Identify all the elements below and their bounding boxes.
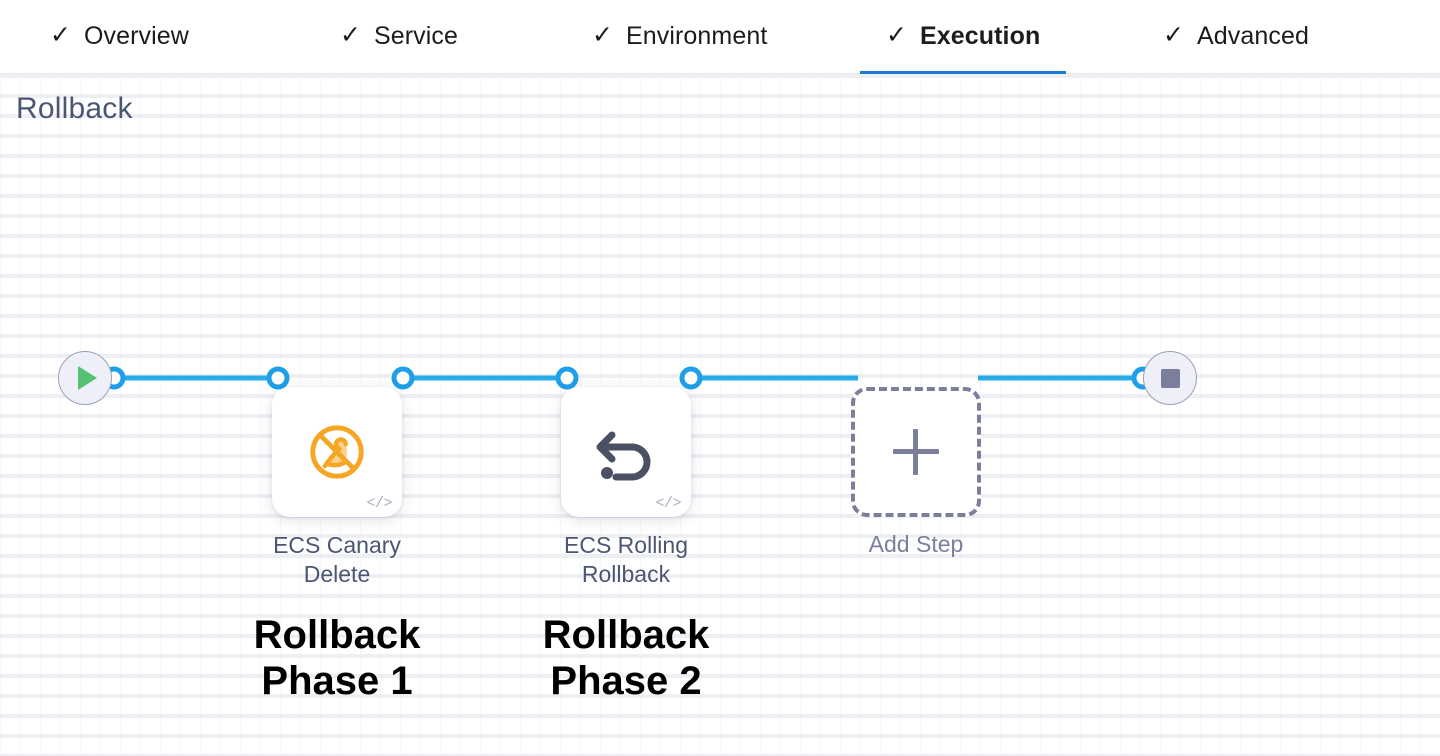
tab-service-label: Service bbox=[373, 22, 459, 50]
tab-service[interactable]: ✓ Service bbox=[340, 0, 458, 74]
annotation-rollback-phase-1: Rollback Phase 1 bbox=[253, 612, 421, 703]
tab-execution[interactable]: ✓ Execution bbox=[859, 0, 1067, 75]
tab-environment[interactable]: ✓ Environment bbox=[592, 0, 767, 74]
step-node-ecs-rolling-rollback[interactable]: </> ECS Rolling Rollback Rollback Phase … bbox=[543, 387, 741, 704]
add-step-node[interactable]: Add Step bbox=[851, 387, 981, 558]
step-card[interactable]: </> bbox=[561, 387, 691, 517]
tab-advanced-label: Advanced bbox=[1196, 22, 1309, 50]
plus-icon bbox=[893, 429, 939, 475]
play-icon bbox=[78, 366, 97, 390]
add-step-button[interactable] bbox=[851, 387, 981, 517]
tab-overview-label: Overview bbox=[83, 22, 189, 50]
step-card[interactable]: </> bbox=[272, 387, 402, 517]
tab-overview[interactable]: ✓ Overview bbox=[50, 0, 189, 74]
check-icon: ✓ bbox=[1163, 21, 1184, 49]
section-title-rollback: Rollback bbox=[16, 92, 133, 125]
annotation-rollback-phase-2: Rollback Phase 2 bbox=[542, 612, 710, 703]
stop-icon bbox=[1160, 368, 1180, 388]
pipeline-end-node[interactable] bbox=[1143, 351, 1197, 405]
pipeline-start-node[interactable] bbox=[58, 351, 112, 405]
step-node-ecs-canary-delete[interactable]: </> ECS Canary Delete Rollback Phase 1 bbox=[254, 387, 452, 704]
wizard-tab-bar: ✓ Overview ✓ Service ✓ Environment ✓ Exe… bbox=[0, 0, 1440, 75]
tab-advanced[interactable]: ✓ Advanced bbox=[1163, 0, 1309, 74]
pipeline-canvas[interactable]: Rollback </> ECS Canary Dele bbox=[0, 74, 1440, 756]
step-label: ECS Rolling Rollback bbox=[564, 532, 688, 588]
ecs-canary-delete-icon bbox=[310, 425, 364, 479]
check-icon: ✓ bbox=[886, 21, 907, 49]
rollback-undo-icon bbox=[596, 431, 651, 481]
add-step-label: Add Step bbox=[868, 531, 964, 557]
step-label: ECS Canary Delete bbox=[273, 532, 401, 588]
code-badge-icon[interactable]: </> bbox=[366, 495, 392, 512]
code-badge-icon[interactable]: </> bbox=[655, 495, 681, 512]
check-icon: ✓ bbox=[340, 21, 361, 49]
check-icon: ✓ bbox=[50, 21, 71, 49]
tab-execution-label: Execution bbox=[919, 22, 1041, 50]
tab-environment-label: Environment bbox=[625, 22, 768, 50]
check-icon: ✓ bbox=[592, 21, 613, 49]
